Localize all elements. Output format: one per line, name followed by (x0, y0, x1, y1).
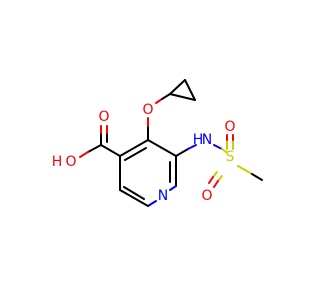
bond-s-o-bottom-a-yellow (212, 171, 218, 178)
bond-n-c6 (147, 200, 157, 207)
bond-s-o-bottom-b-red (213, 180, 219, 188)
bond-s-methyl-black (251, 173, 263, 181)
bond-c4-c3 (119, 139, 149, 157)
amide-nitrogen-label: N (202, 132, 212, 148)
bond-c2-n-colored (169, 185, 177, 191)
hydroxyl-oxygen-label: O (65, 154, 76, 170)
sulfur-label: S (226, 149, 235, 165)
bond-s-o-bottom-a-red (208, 176, 214, 184)
bond-nh-s-blue (213, 144, 223, 150)
bond-c6-c5 (119, 189, 149, 207)
molecule-diagram: O H O O N H N S O O (51, 79, 263, 207)
bond-o-cyclopropyl-black (161, 93, 171, 100)
ether-oxygen-label: O (142, 102, 153, 118)
bond-c4-c3-inner (124, 147, 147, 161)
bond-cyclopropyl-3 (169, 93, 196, 101)
ring-nitrogen-label: N (158, 188, 168, 204)
amide-hydrogen-label: H (193, 132, 204, 148)
bond-cyclopropyl-2 (184, 79, 196, 101)
bond-c2-nh-black (175, 148, 189, 157)
bond-c2-nh-blue (187, 144, 197, 150)
bond-c6-c5-inner (123, 186, 145, 200)
hydroxyl-hydrogen-label: H (52, 154, 63, 170)
bond-carboxyl-oh-black (87, 144, 102, 153)
bond-s-methyl-yellow (237, 165, 253, 175)
sulfonyl-oxygen-top-label: O (224, 119, 235, 135)
bond-c4-carboxyl (100, 144, 121, 157)
carbonyl-oxygen-label: O (98, 109, 109, 125)
bond-o-cyclopropyl-red (155, 98, 163, 104)
bond-carboxyl-oh-red (79, 151, 89, 158)
bond-c3-c2 (147, 139, 177, 157)
bond-nh-s-yellow (221, 148, 227, 153)
bond-cyclopropyl-1 (169, 79, 186, 95)
sulfonyl-oxygen-bottom-label: O (201, 188, 212, 204)
structure-drawing: O H O O N H N S O O (52, 79, 263, 207)
bond-s-o-bottom-b-yellow (217, 175, 223, 182)
